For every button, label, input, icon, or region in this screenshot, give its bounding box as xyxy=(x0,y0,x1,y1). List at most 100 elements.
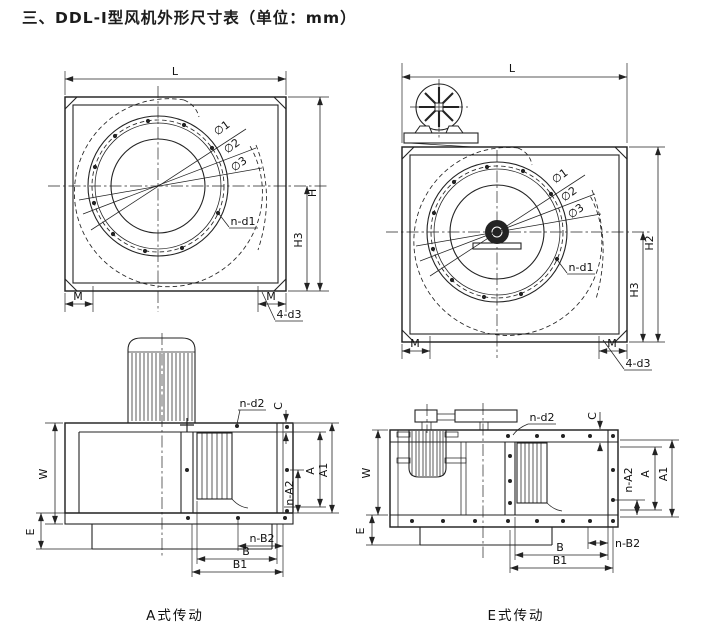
n-b2-label: n-B2 xyxy=(615,537,640,550)
n-a2-label: n-A2 xyxy=(622,467,635,492)
n-d2-label: n-d2 xyxy=(240,397,265,410)
dim-E: E xyxy=(354,514,420,546)
casing-flange xyxy=(64,96,287,292)
dim-M-left: M xyxy=(64,286,94,312)
dim-B1: B1 xyxy=(509,527,614,573)
front-view-with-motor: ∅1 ∅2 ∅3 L H2 H3 xyxy=(386,62,665,371)
n-a2-label: n-A2 xyxy=(283,480,296,505)
caption-a-drive: A式传动 xyxy=(146,608,204,624)
dia1-label: ∅1 xyxy=(211,118,232,138)
base-frame xyxy=(64,512,294,550)
dim-C: C xyxy=(586,412,603,452)
n-d2-label: n-d2 xyxy=(530,411,555,424)
dia1-label: ∅1 xyxy=(549,166,570,186)
dim-label-h2: H2 xyxy=(643,235,656,250)
flange-bolt-holes xyxy=(91,118,221,254)
dim-label-m-right: M xyxy=(607,337,617,350)
callout-4-d3: 4-d3 xyxy=(261,291,303,322)
dia2-label: ∅2 xyxy=(221,136,242,156)
inlet-circles xyxy=(87,115,229,257)
dim-M-right: M xyxy=(257,286,287,312)
casing-flange xyxy=(401,146,628,343)
side-view-a-drive: W E n-d2 C A1 xyxy=(24,333,339,624)
dim-label-a: A xyxy=(639,470,652,478)
pulley-assembly xyxy=(414,404,518,433)
dim-L: L xyxy=(64,65,287,95)
dim-A: A xyxy=(284,431,326,508)
front-view-basic: ∅1 ∅2 ∅3 L H H3 xyxy=(48,65,329,322)
dim-E: E xyxy=(24,512,92,550)
dim-label-l: L xyxy=(509,62,516,75)
dim-label-b1: B1 xyxy=(233,558,248,571)
4-d3-label: 4-d3 xyxy=(626,357,651,370)
dim-W: W xyxy=(360,429,388,516)
side-view-e-drive: W E n-d2 C A1 xyxy=(354,403,679,624)
dim-label-a: A xyxy=(304,467,317,475)
dim-label-m-left: M xyxy=(410,337,420,350)
dim-n-B2: n-B2 xyxy=(587,527,640,550)
dim-label-b1: B1 xyxy=(553,554,568,567)
inlet-circles xyxy=(426,161,568,303)
motor xyxy=(127,337,196,423)
outlet-grille xyxy=(516,442,563,512)
dim-label-c: C xyxy=(272,402,285,410)
dim-L: L xyxy=(401,62,628,143)
diameter-lines: ∅1 ∅2 ∅3 xyxy=(415,166,602,277)
diameter-lines: ∅1 ∅2 ∅3 xyxy=(78,118,263,231)
dim-B: B xyxy=(196,501,278,564)
panel-bolt-holes xyxy=(410,434,615,523)
callout-4-d3: 4-d3 xyxy=(602,339,652,371)
base-frame xyxy=(419,527,553,546)
dim-B: B xyxy=(514,517,609,560)
callout-n-d2: n-d2 xyxy=(512,411,556,436)
flange-bolt-holes xyxy=(430,164,560,300)
dim-H3: H3 xyxy=(292,185,310,292)
dim-label-c: C xyxy=(586,412,599,420)
dim-B1: B1 xyxy=(191,524,284,577)
dim-label-w: W xyxy=(37,468,50,479)
casing xyxy=(389,429,619,528)
volute-curve xyxy=(74,98,267,288)
dim-label-m-right: M xyxy=(266,290,276,303)
dim-n-B2: n-B2 xyxy=(237,520,284,577)
dim-label-w: W xyxy=(360,467,373,478)
volute-curve xyxy=(413,147,604,336)
dim-label-b: B xyxy=(242,545,250,558)
n-d1-label: n-d1 xyxy=(569,261,594,274)
dim-label-a1: A1 xyxy=(317,463,330,478)
callout-n-d2: n-d2 xyxy=(236,397,266,425)
dim-label-b: B xyxy=(556,541,564,554)
4-d3-label: 4-d3 xyxy=(277,308,302,321)
n-b2-label: n-B2 xyxy=(249,532,274,545)
callout-n-d1: n-d1 xyxy=(557,260,595,275)
dim-label-e: E xyxy=(354,527,367,534)
dim-n-A2: n-A2 xyxy=(615,467,645,516)
dim-label-l: L xyxy=(172,65,179,78)
dim-A1: A1 xyxy=(620,439,679,518)
dim-M-right: M xyxy=(598,336,628,359)
motor-wheel xyxy=(403,79,479,148)
dim-H: H xyxy=(288,96,329,292)
shaft-mark xyxy=(180,418,194,432)
dim-A: A xyxy=(620,446,662,511)
internal-motor xyxy=(396,430,467,478)
caption-e-drive: E式传动 xyxy=(487,608,544,624)
dim-label-h3: H3 xyxy=(628,282,641,297)
dim-label-a1: A1 xyxy=(657,467,670,482)
dim-M-left: M xyxy=(401,336,431,359)
impeller-hub xyxy=(472,220,522,250)
dim-label-m-left: M xyxy=(73,290,83,303)
outlet-grille xyxy=(196,432,249,509)
callout-n-d1: n-d1 xyxy=(218,213,258,229)
n-d1-label: n-d1 xyxy=(231,215,256,228)
dim-label-h3: H3 xyxy=(292,232,305,247)
dim-n-A2: n-A2 xyxy=(283,469,304,514)
dim-H3: H3 xyxy=(628,231,646,343)
page-title: 三、DDL-I型风机外形尺寸表（单位：mm） xyxy=(22,9,357,27)
dim-label-h: H xyxy=(306,189,319,197)
panel-bolt-holes xyxy=(185,424,289,520)
dim-label-e: E xyxy=(24,528,37,535)
dim-H2: H2 xyxy=(629,146,665,343)
